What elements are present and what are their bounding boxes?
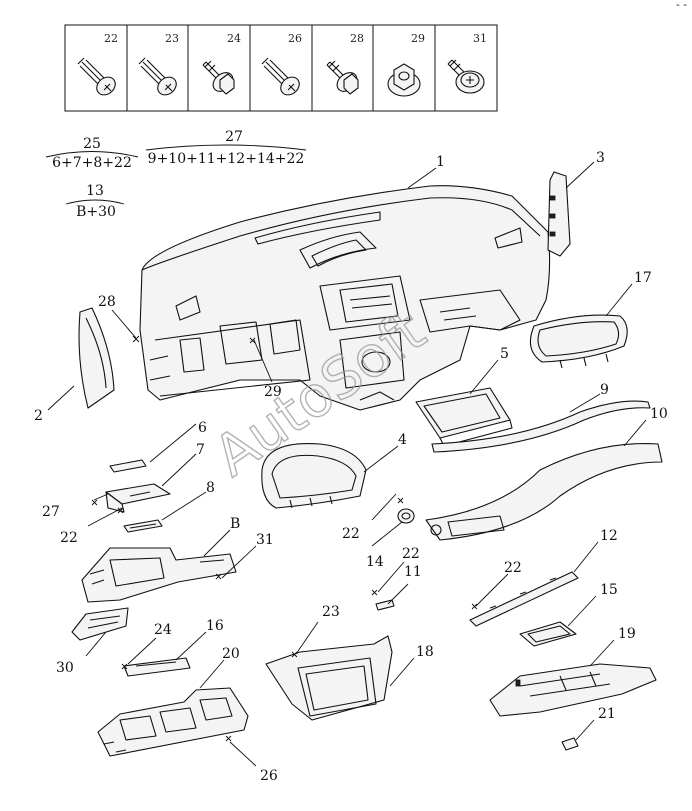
screw-icon — [261, 57, 300, 96]
callout-3: 3 — [596, 150, 605, 166]
callout-11: 11 — [404, 564, 422, 580]
cluster-hood — [261, 442, 367, 509]
trim-rail — [469, 571, 579, 627]
glovebox-bin — [489, 663, 657, 717]
leader-lines — [47, 161, 647, 767]
trim-bracket — [123, 519, 163, 533]
callout-22-rail: 22 — [504, 560, 522, 576]
lower-switch-panel — [71, 607, 129, 641]
callout-12: 12 — [600, 528, 618, 544]
callout-9: 9 — [600, 382, 609, 398]
glovebox-lid — [529, 314, 628, 369]
callout-22-knob: 22 — [342, 526, 360, 542]
callout-22-clip: 22 — [402, 546, 420, 562]
callout-1: 1 — [436, 154, 445, 170]
callout-28: 28 — [98, 294, 116, 310]
callout-16: 16 — [206, 618, 224, 634]
storage-tray — [519, 621, 577, 647]
switch-cover — [109, 459, 147, 473]
callout-22-left: 22 — [60, 530, 78, 546]
assembly-27-components: 9+10+11+12+14+22 — [148, 151, 305, 167]
hw-id-3: 26 — [288, 32, 302, 45]
fastener-markers — [91, 335, 478, 742]
hw-id-5: 29 — [411, 32, 425, 45]
hw-id-2: 24 — [227, 32, 241, 45]
knob — [397, 508, 415, 524]
callout-29: 29 — [264, 384, 282, 400]
callout-10: 10 — [650, 406, 668, 422]
callout-18: 18 — [416, 644, 434, 660]
side-bracket — [547, 171, 571, 257]
assembly-25-components: 6+7+8+22 — [52, 155, 132, 171]
knee-panel — [81, 547, 237, 603]
screw-icon — [138, 57, 177, 96]
callout-31: 31 — [256, 532, 274, 548]
callout-5: 5 — [500, 346, 509, 362]
callout-4: 4 — [398, 432, 407, 448]
flange-bolt-icon — [202, 60, 235, 95]
callouts: 1 2 3 4 5 6 7 8 B 9 10 11 12 14 15 16 17… — [34, 150, 668, 784]
lower-trim-panel — [425, 443, 663, 541]
hardware-table: 22 23 24 26 28 29 31 — [64, 24, 498, 112]
small-clip — [561, 737, 579, 751]
assembly-13-components: B+30 — [76, 204, 116, 220]
assembly-25: 25 6+7+8+22 — [45, 136, 139, 171]
callout-B: B — [230, 516, 240, 532]
flange-bolt-icon — [326, 60, 359, 95]
callout-8: 8 — [206, 480, 215, 496]
center-console-frame — [265, 635, 393, 721]
corner-mark: - - — [676, 0, 687, 11]
pan-head-screw-icon — [447, 59, 485, 94]
callout-15: 15 — [600, 582, 618, 598]
hw-id-4: 28 — [350, 32, 364, 45]
callout-6: 6 — [198, 420, 207, 436]
callout-24: 24 — [154, 622, 172, 638]
assembly-25-id: 25 — [83, 136, 101, 152]
callout-23: 23 — [322, 604, 340, 620]
hw-id-6: 31 — [473, 32, 487, 45]
a-pillar-trim — [78, 307, 115, 409]
lower-bracket — [97, 687, 249, 757]
hw-id-0: 22 — [104, 32, 118, 45]
callout-20: 20 — [222, 646, 240, 662]
callout-2: 2 — [34, 408, 43, 424]
assembly-27-id: 27 — [225, 129, 243, 145]
hw-id-1: 23 — [165, 32, 179, 45]
callout-19: 19 — [618, 626, 636, 642]
support-plate — [123, 657, 191, 677]
callout-27: 27 — [42, 504, 60, 520]
callout-26: 26 — [260, 768, 278, 784]
center-bezel — [415, 387, 513, 447]
assembly-27: 27 9+10+11+12+14+22 — [145, 129, 307, 167]
flange-nut-icon — [387, 63, 421, 97]
screw-icon — [77, 57, 116, 96]
trim-strip — [431, 400, 651, 453]
instrument-panel — [139, 185, 551, 411]
assembly-13-id: 13 — [86, 183, 104, 199]
callout-21: 21 — [598, 706, 616, 722]
callout-30: 30 — [56, 660, 74, 676]
callout-14: 14 — [366, 554, 384, 570]
callout-7: 7 — [196, 442, 205, 458]
switch-panel — [105, 483, 171, 513]
clip — [375, 599, 395, 611]
assembly-13: 13 B+30 — [65, 183, 125, 220]
callout-17: 17 — [634, 270, 652, 286]
